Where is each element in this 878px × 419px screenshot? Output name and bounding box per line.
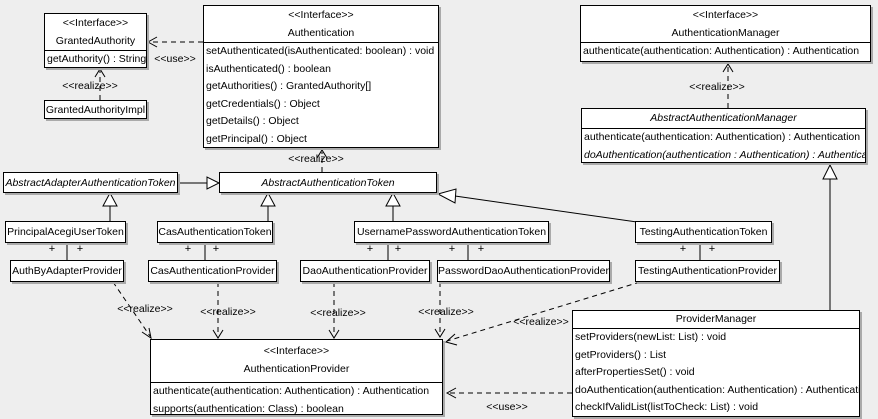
method: authenticate(authentication: Authenticat… xyxy=(153,385,430,397)
gen-principal-to-adapter-token xyxy=(102,191,118,221)
realize-testing-provider xyxy=(446,281,641,342)
multiplicity-label: + xyxy=(48,243,56,255)
method: checkIfValidList(listToCheck: List) : vo… xyxy=(575,401,759,414)
gen-cas-token-to-abstract-token xyxy=(260,191,276,221)
class-name: AbstractAuthenticationToken xyxy=(261,176,395,189)
method: getCredentials() : Object xyxy=(206,97,320,110)
multiplicity-label: + xyxy=(448,243,456,255)
class-name: AuthenticationProvider xyxy=(243,363,350,375)
class-name: UsernamePasswordAuthenticationToken xyxy=(356,226,547,238)
class-cas-authentication-provider: CasAuthenticationProvider xyxy=(148,260,277,282)
class-testing-authentication-provider: TestingAuthenticationProvider xyxy=(635,260,780,282)
class-name: GrantedAuthority xyxy=(55,35,136,47)
stereotype-label: <<Interface>> xyxy=(62,17,129,29)
method: getDetails() : Object xyxy=(206,115,299,128)
gen-testing-token-to-abstract-token xyxy=(436,188,638,223)
multiplicity-label: + xyxy=(477,243,485,255)
class-authentication: <<Interface>> Authentication setAuthenti… xyxy=(203,5,439,148)
use-label: <<use>> xyxy=(154,53,196,65)
stereotype-label: <<Interface>> xyxy=(263,345,330,357)
realize-label: <<realize>> xyxy=(117,303,173,315)
class-password-dao-authentication-provider: PasswordDaoAuthenticationProvider xyxy=(437,260,610,282)
realize-label: <<realize>> xyxy=(200,306,256,318)
stereotype-label: <<Interface>> xyxy=(692,9,759,21)
class-name: CasAuthenticationProvider xyxy=(150,265,275,277)
gen-up-token-to-abstract-token xyxy=(385,191,401,221)
realize-label: <<realize>> xyxy=(689,81,745,93)
method: getPrincipal() : Object xyxy=(206,132,307,145)
class-name: PasswordDaoAuthenticationProvider xyxy=(438,265,610,277)
class-name: CasAuthenticationToken xyxy=(158,226,272,238)
class-authentication-manager: <<Interface>> AuthenticationManager auth… xyxy=(580,5,871,62)
class-name: AbstractAdapterAuthenticationToken xyxy=(5,176,176,189)
class-name: AuthByAdapterProvider xyxy=(12,265,122,277)
method: supports(authentication: Class) : boolea… xyxy=(153,402,344,415)
realize-label: <<realize>> xyxy=(310,307,366,319)
stereotype-label: <<Interface>> xyxy=(288,9,354,21)
class-auth-by-adapter-provider: AuthByAdapterProvider xyxy=(10,260,124,282)
class-abstract-authentication-token: AbstractAuthenticationToken xyxy=(219,172,437,193)
class-name: TestingAuthenticationToken xyxy=(639,226,768,238)
class-dao-authentication-provider: DaoAuthenticationProvider xyxy=(300,260,430,282)
gen-provider-manager-to-abstract-manager xyxy=(822,163,838,310)
method: getAuthority() : String xyxy=(47,53,146,65)
open-arrowheads xyxy=(94,36,734,399)
class-username-password-authentication-token: UsernamePasswordAuthenticationToken xyxy=(354,221,549,243)
class-testing-authentication-token: TestingAuthenticationToken xyxy=(635,221,772,243)
method: getProviders() : List xyxy=(575,348,667,361)
realize-label: <<realize>> xyxy=(62,80,118,92)
use-label: <<use>> xyxy=(486,401,528,413)
class-name: AbstractAuthenticationManager xyxy=(650,112,797,124)
class-authentication-provider: <<Interface>> AuthenticationProvider aut… xyxy=(150,339,443,415)
method: doAuthentication(authentication : Authen… xyxy=(584,148,865,161)
class-abstract-adapter-authentication-token: AbstractAdapterAuthenticationToken xyxy=(3,172,178,193)
method: authenticate(authentication: Authenticat… xyxy=(583,45,860,57)
realize-label: <<realize>> xyxy=(288,153,344,165)
class-name: Authentication xyxy=(287,27,355,39)
class-granted-authority: <<Interface>> GrantedAuthority getAuthor… xyxy=(44,13,147,68)
realize-label: <<realize>> xyxy=(418,306,474,318)
class-abstract-authentication-manager: AbstractAuthenticationManager authentica… xyxy=(581,108,866,163)
class-name: DaoAuthenticationProvider xyxy=(302,265,428,277)
multiplicity-label: + xyxy=(76,243,84,255)
class-principal-acegi-user-token: PrincipalAcegiUserToken xyxy=(5,221,126,243)
gen-adapter-token-to-abstract-token xyxy=(178,176,221,190)
method: afterPropertiesSet() : void xyxy=(575,366,695,379)
class-cas-authentication-token: CasAuthenticationToken xyxy=(157,221,273,243)
class-provider-manager: ProviderManager setProviders(newList: Li… xyxy=(572,310,860,417)
class-name: PrincipalAcegiUserToken xyxy=(7,226,124,238)
multiplicity-label: + xyxy=(366,243,374,255)
class-granted-authority-impl: GrantedAuthorityImpl xyxy=(44,100,147,119)
multiplicity-label: + xyxy=(212,243,220,255)
method: isAuthenticated() : boolean xyxy=(206,62,331,75)
method: setProviders(newList: List) : void xyxy=(575,331,727,343)
class-name: TestingAuthenticationProvider xyxy=(638,265,777,277)
multiplicity-label: + xyxy=(394,243,402,255)
realize-authbyadapter xyxy=(112,281,151,337)
multiplicity-label: + xyxy=(708,243,716,255)
multiplicity-label: + xyxy=(679,243,687,255)
class-name: GrantedAuthorityImpl xyxy=(45,103,146,116)
class-name: AuthenticationManager xyxy=(671,27,780,39)
realize-label: <<realize>> xyxy=(513,316,569,328)
method: setAuthenticated(isAuthenticated: boolea… xyxy=(206,45,435,57)
method: getAuthorities() : GrantedAuthority[] xyxy=(206,80,372,93)
method: doAuthentication(authentication: Authent… xyxy=(575,383,859,396)
method: authenticate(authentication: Authenticat… xyxy=(584,131,861,143)
multiplicity-label: + xyxy=(184,243,192,255)
class-name: ProviderManager xyxy=(675,313,757,325)
